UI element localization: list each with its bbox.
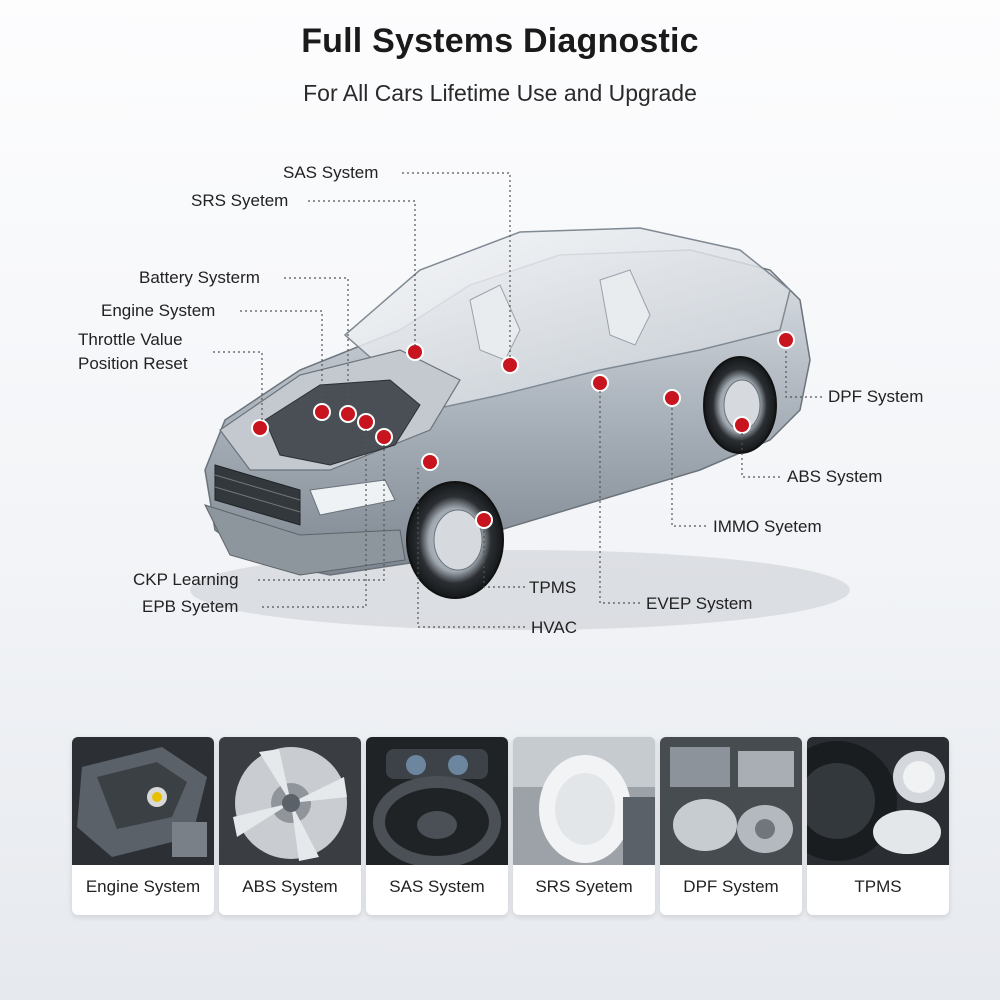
exhaust-filter-photo-icon [660, 737, 802, 865]
thumbnail-caption: TPMS [854, 877, 902, 896]
callout-abs-system: ABS System [787, 467, 883, 486]
marker-dot [375, 428, 393, 446]
leader-line-epb [262, 430, 367, 608]
marker-dot [663, 389, 681, 407]
leader-line-evep [599, 391, 640, 604]
car-bumper [204, 504, 406, 576]
marker-dot [501, 356, 519, 374]
leader-line-sas [402, 172, 511, 360]
marker-group [251, 331, 795, 529]
marker-dot [475, 511, 493, 529]
thumbnail-caption: SAS System [389, 877, 485, 896]
thumbnail-tpms: TPMS [807, 737, 949, 915]
callout-evep-system: EVEP System [646, 594, 753, 613]
callout-engine-system: Engine System [101, 301, 216, 320]
car-headlight [309, 479, 396, 516]
steering-wheel-photo-icon [366, 737, 508, 865]
leader-line-hvac [417, 468, 525, 628]
engine-photo-icon [72, 737, 214, 865]
thumbnail-sas: SAS System [366, 737, 508, 915]
callout-tpms: TPMS [529, 578, 577, 597]
callout-srs-system: SRS Syetem [191, 191, 289, 210]
thumbnail-engine: Engine System [72, 737, 214, 915]
leader-line-throttle [213, 351, 263, 420]
marker-dot [251, 419, 269, 437]
car-cabin-glass [343, 227, 791, 411]
thumbnail-dpf: DPF System [660, 737, 802, 915]
airbag-photo-icon [513, 737, 655, 865]
page-subtitle: For All Cars Lifetime Use and Upgrade [303, 80, 697, 106]
callout-battery-system: Battery Systerm [139, 268, 260, 287]
callout-epb-system: EPB Syetem [142, 597, 239, 616]
leader-line-battery [284, 277, 349, 405]
callout-immo-system: IMMO Syetem [713, 517, 822, 536]
callout-throttle-reset: Throttle Value Position Reset [78, 330, 188, 373]
marker-dot [339, 405, 357, 423]
marker-dot [357, 413, 375, 431]
callout-ckp-learning: CKP Learning [133, 570, 239, 589]
marker-dot [591, 374, 609, 392]
thumbnail-caption: SRS Syetem [535, 877, 633, 896]
leader-line-immo [671, 406, 706, 527]
car-seat [469, 284, 521, 361]
thumbnail-caption: ABS System [242, 877, 338, 896]
leader-line-tpms [483, 528, 525, 588]
thumbnail-srs: SRS Syetem [513, 737, 655, 915]
car-seat [599, 269, 651, 346]
system-thumbnails: Engine System ABS System SAS System [72, 737, 952, 917]
leader-lines [213, 172, 822, 628]
leader-line-engine [240, 310, 323, 404]
callout-hvac: HVAC [531, 618, 577, 637]
front-wheel [406, 481, 504, 599]
thumbnail-caption: Engine System [85, 877, 201, 896]
leader-line-ckp [258, 445, 385, 581]
thumbnail-abs: ABS System [219, 737, 361, 915]
marker-dot [777, 331, 795, 349]
leader-line-srs [308, 200, 416, 348]
marker-dot [313, 403, 331, 421]
callout-sas-system: SAS System [283, 163, 379, 182]
rear-wheel [703, 356, 777, 454]
thumbnail-caption: DPF System [683, 877, 779, 896]
brake-photo-icon [219, 737, 361, 865]
marker-dot [406, 343, 424, 361]
marker-dot [421, 453, 439, 471]
marker-dot [733, 416, 751, 434]
car-grille [214, 464, 301, 526]
leader-line-dpf [785, 348, 822, 398]
callout-dpf-system: DPF System [828, 387, 924, 406]
page-title: Full Systems Diagnostic [301, 22, 699, 60]
tire-pressure-photo-icon [807, 737, 949, 865]
